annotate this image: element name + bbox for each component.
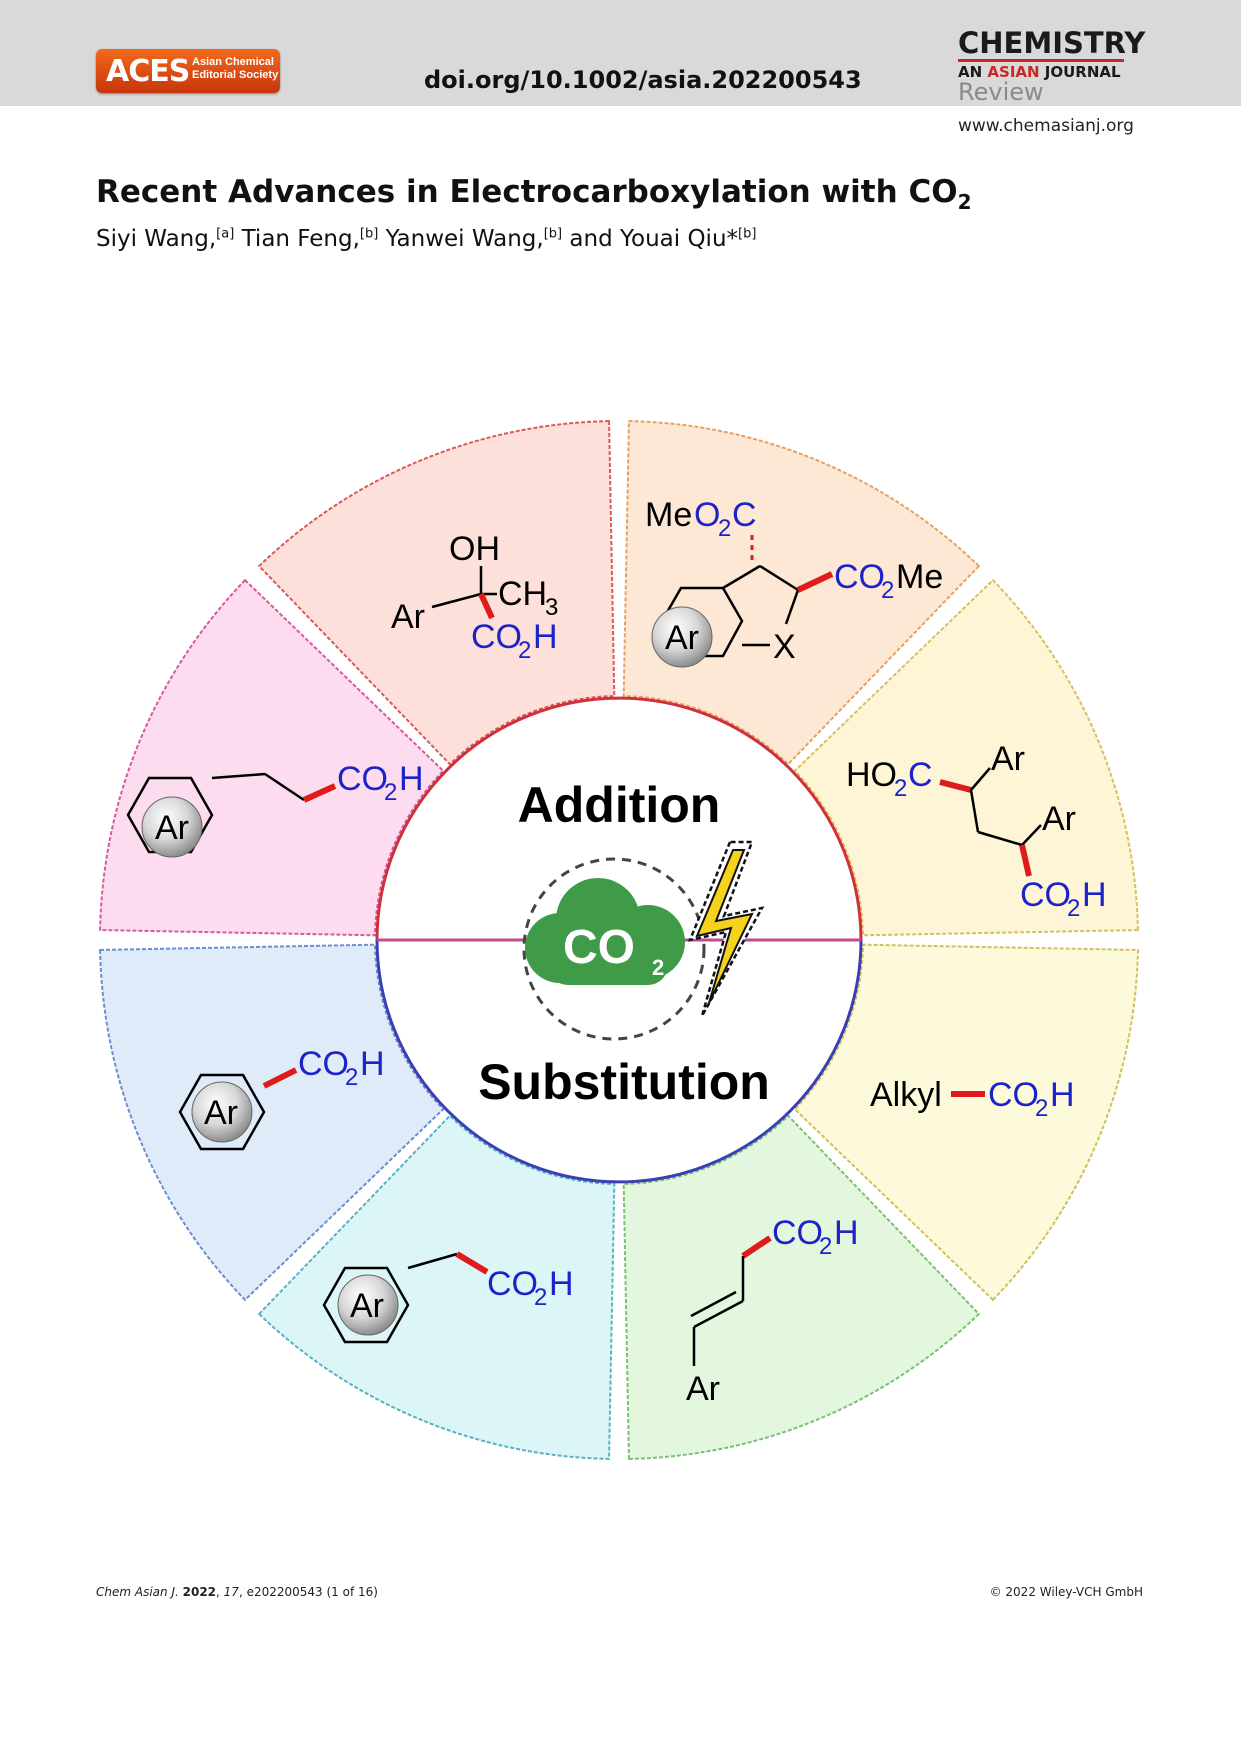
svg-text:Ar: Ar bbox=[991, 740, 1025, 778]
svg-text:Ar: Ar bbox=[155, 809, 189, 847]
co2-cloud-label: CO bbox=[563, 921, 635, 974]
svg-text:C: C bbox=[908, 756, 933, 794]
svg-text:Alkyl: Alkyl bbox=[870, 1076, 942, 1114]
sector-addition-right bbox=[793, 578, 1139, 937]
lightning-bolt-icon bbox=[687, 840, 765, 1017]
sector-product-allyl-carboxylic-acid: CO 2 H Ar bbox=[686, 1214, 859, 1408]
author-affiliation: [b] bbox=[543, 226, 563, 242]
reaction-sectors bbox=[99, 420, 1139, 1460]
svg-text:Ar: Ar bbox=[350, 1287, 384, 1325]
sector-product-diacid: HO 2 C Ar Ar CO 2 H bbox=[846, 740, 1107, 922]
sector-product-aryl-carboxylic-acid: Ar CO 2 H bbox=[178, 1045, 385, 1151]
svg-text:C: C bbox=[732, 496, 757, 534]
svg-text:Me: Me bbox=[645, 496, 692, 534]
sector-addition-top-left bbox=[257, 420, 616, 766]
svg-text:2: 2 bbox=[819, 1233, 832, 1260]
svg-text:CH: CH bbox=[498, 575, 547, 613]
sector-substitution-right bbox=[793, 943, 1139, 1302]
society-logo-word: ACES bbox=[106, 54, 190, 89]
svg-text:2: 2 bbox=[881, 577, 894, 604]
journal-brand: CHEMISTRY AN ASIAN JOURNAL Review bbox=[958, 26, 1146, 106]
svg-text:H: H bbox=[533, 618, 558, 656]
svg-text:2: 2 bbox=[518, 637, 531, 664]
sector-substitution-bottom-left bbox=[257, 1114, 616, 1460]
co2-cloud-subscript: 2 bbox=[652, 955, 664, 980]
svg-text:HO: HO bbox=[846, 756, 897, 794]
svg-text:2: 2 bbox=[718, 515, 731, 542]
svg-text:Ar: Ar bbox=[391, 598, 425, 636]
footer-citation: Chem Asian J. 2022, 17, e202200543 (1 of… bbox=[96, 1585, 378, 1599]
society-logo: ACES Asian Chemical Editorial Society bbox=[96, 49, 280, 93]
sector-product-ar-ch3-oh: OH CH 3 Ar CO 2 H bbox=[391, 530, 558, 664]
sector-substitution-left bbox=[99, 943, 445, 1302]
svg-text:2: 2 bbox=[345, 1064, 358, 1091]
svg-text:Me: Me bbox=[896, 558, 943, 596]
svg-text:3: 3 bbox=[545, 594, 558, 621]
author-name: Tian Feng, bbox=[234, 226, 360, 252]
substitution-half-disc bbox=[375, 939, 863, 1184]
sector-addition-top-right bbox=[622, 420, 981, 766]
journal-website[interactable]: www.chemasianj.org bbox=[958, 116, 1134, 136]
sector-product-cyclized-diester: Me O 2 C Ar X CO 2 Me bbox=[645, 496, 943, 668]
article-type: Review bbox=[958, 78, 1044, 106]
co2-cloud-icon: CO 2 bbox=[525, 878, 685, 985]
svg-text:CO: CO bbox=[337, 760, 388, 798]
author-name: and Youai Qiu* bbox=[562, 226, 739, 252]
svg-text:Ar: Ar bbox=[1042, 800, 1076, 838]
svg-text:2: 2 bbox=[894, 775, 907, 802]
author-affiliation: [b] bbox=[359, 226, 379, 242]
author-name: Yanwei Wang, bbox=[378, 226, 544, 252]
author-name: Siyi Wang, bbox=[96, 226, 217, 252]
svg-text:Ar: Ar bbox=[204, 1094, 238, 1132]
svg-text:2: 2 bbox=[384, 779, 397, 806]
svg-text:OH: OH bbox=[449, 530, 500, 568]
svg-text:H: H bbox=[360, 1045, 385, 1083]
svg-text:H: H bbox=[1082, 876, 1107, 914]
svg-text:CO: CO bbox=[772, 1214, 823, 1252]
addition-label: Addition bbox=[518, 777, 721, 833]
dashed-ring bbox=[522, 857, 706, 1041]
svg-text:CO: CO bbox=[471, 618, 522, 656]
doi-link[interactable]: doi.org/10.1002/asia.202200543 bbox=[424, 66, 862, 94]
svg-text:H: H bbox=[834, 1214, 859, 1252]
author-affiliation: [b] bbox=[738, 226, 757, 242]
svg-text:2: 2 bbox=[1035, 1095, 1048, 1122]
society-logo-subtitle: Asian Chemical Editorial Society bbox=[192, 56, 279, 81]
journal-brand-rule bbox=[958, 59, 1124, 62]
svg-text:Ar: Ar bbox=[665, 619, 699, 657]
svg-text:CO: CO bbox=[487, 1265, 538, 1303]
svg-text:2: 2 bbox=[534, 1284, 547, 1311]
svg-text:X: X bbox=[773, 628, 796, 666]
svg-text:CO: CO bbox=[988, 1076, 1039, 1114]
footer-copyright: © 2022 Wiley-VCH GmbH bbox=[989, 1585, 1143, 1599]
sector-product-arylacetic-acid: Ar CO 2 H bbox=[322, 1251, 574, 1344]
sector-product-alkyl-carboxylic-acid: Alkyl CO 2 H bbox=[870, 1076, 1075, 1122]
substitution-label: Substitution bbox=[478, 1054, 770, 1110]
svg-text:O: O bbox=[694, 496, 720, 534]
journal-brand-asian-journal: AN ASIAN JOURNAL bbox=[958, 63, 1121, 81]
svg-text:Ar: Ar bbox=[686, 1370, 720, 1408]
svg-text:H: H bbox=[549, 1265, 574, 1303]
sector-substitution-bottom-right bbox=[622, 1114, 981, 1460]
electrocarboxylation-wheel-figure: Addition Substitution CO 2 OH CH 3 Ar CO… bbox=[99, 420, 1139, 1460]
svg-text:H: H bbox=[399, 760, 424, 798]
svg-text:2: 2 bbox=[1067, 895, 1080, 922]
addition-half-disc bbox=[375, 696, 863, 941]
svg-text:CO: CO bbox=[1020, 876, 1071, 914]
article-title: Recent Advances in Electrocarboxylation … bbox=[96, 174, 972, 215]
journal-brand-chemistry: CHEMISTRY bbox=[958, 26, 1146, 60]
sector-product-aryl-propanoic-acid: Ar CO 2 H bbox=[126, 760, 424, 858]
author-affiliation: [a] bbox=[216, 226, 235, 242]
author-list: Siyi Wang,[a] Tian Feng,[b] Yanwei Wang,… bbox=[96, 226, 756, 252]
svg-text:CO: CO bbox=[834, 558, 885, 596]
svg-text:H: H bbox=[1050, 1076, 1075, 1114]
svg-text:CO: CO bbox=[298, 1045, 349, 1083]
